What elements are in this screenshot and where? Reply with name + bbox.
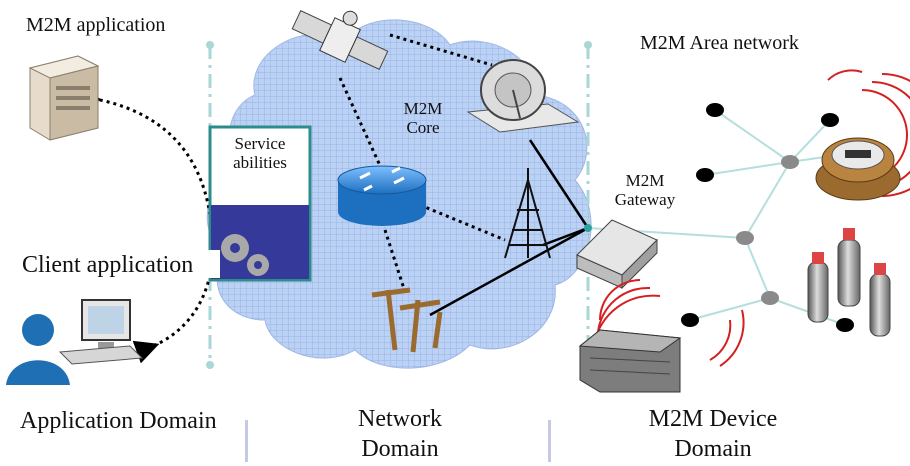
bottom-separator-left bbox=[245, 420, 248, 462]
client-application-label: Client application bbox=[22, 252, 194, 278]
server-icon bbox=[28, 55, 100, 141]
gas-cylinders-icon bbox=[807, 228, 891, 337]
m2m-core-line-2: Core bbox=[406, 117, 440, 137]
hub-node bbox=[761, 291, 779, 305]
antenna-tower-icon bbox=[504, 168, 551, 259]
application-domain-label: Application Domain bbox=[20, 408, 217, 434]
gateway-junction bbox=[584, 224, 592, 232]
service-abilities-label: Service abilities bbox=[214, 134, 306, 172]
service-abilities-panel bbox=[208, 125, 312, 282]
m2m-area-network-label: M2M Area network bbox=[640, 32, 799, 54]
device-node bbox=[681, 313, 699, 327]
router-icon bbox=[337, 165, 427, 226]
network-domain-line-1: Network bbox=[358, 406, 442, 432]
gears-icon bbox=[221, 234, 269, 276]
m2m-device-domain-line-1: M2M Device bbox=[648, 406, 778, 432]
service-abilities-line-2: abilities bbox=[233, 152, 287, 172]
m2m-device-domain-label: M2M Device Domain bbox=[638, 406, 788, 463]
domain-divider-left bbox=[206, 41, 214, 369]
water-meter-icon bbox=[815, 137, 901, 201]
hub-node bbox=[781, 155, 799, 169]
device-node bbox=[836, 318, 854, 332]
device-hub-icon bbox=[578, 329, 682, 393]
m2m-device-domain-line-2: Domain bbox=[674, 436, 752, 463]
network-domain-label: Network Domain bbox=[340, 406, 460, 463]
hub-node bbox=[736, 231, 754, 245]
bottom-separator-right bbox=[548, 420, 551, 462]
m2m-gateway-line-1: M2M bbox=[625, 171, 665, 190]
utility-pole-icon bbox=[371, 287, 443, 353]
device-node bbox=[696, 168, 714, 182]
satellite-dish-icon bbox=[466, 59, 580, 133]
m2m-core-line-1: M2M bbox=[403, 99, 443, 118]
m2m-core-label: M2M Core bbox=[392, 99, 454, 137]
m2m-gateway-label: M2M Gateway bbox=[600, 171, 690, 209]
network-domain-line-2: Domain bbox=[361, 436, 439, 463]
wired-links bbox=[429, 139, 590, 317]
signal-waves bbox=[593, 69, 910, 367]
m2m-application-label: M2M application bbox=[26, 14, 166, 36]
device-nodes bbox=[681, 103, 854, 332]
satellite-icon bbox=[291, 9, 389, 71]
user-computer-icon bbox=[6, 299, 144, 385]
device-node bbox=[706, 103, 724, 117]
gateway-box-icon bbox=[576, 219, 658, 290]
m2m-gateway-line-2: Gateway bbox=[614, 189, 676, 209]
wireless-links bbox=[76, 33, 506, 364]
service-abilities-line-1: Service bbox=[234, 134, 286, 153]
hub-nodes bbox=[736, 155, 799, 305]
device-node bbox=[821, 113, 839, 127]
